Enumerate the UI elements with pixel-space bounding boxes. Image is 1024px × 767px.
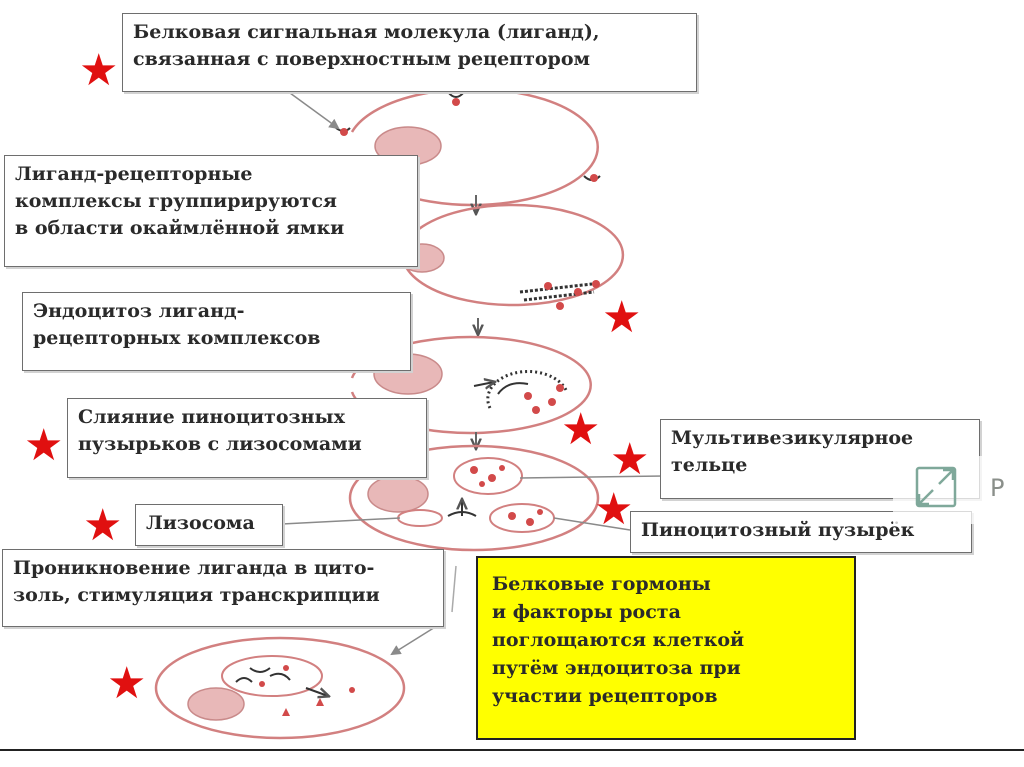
label-line: Проникновение лиганда в цито- <box>13 555 433 582</box>
label-line: золь, стимуляция транскрипции <box>13 582 433 609</box>
label-line: в области окаймлённой ямки <box>15 215 407 242</box>
label-fusion: Слияние пиноцитозных пузырьков с лизосом… <box>67 398 427 478</box>
summary-line: путём эндоцитоза при <box>492 654 840 682</box>
star-icon: ★ <box>83 504 122 548</box>
star-icon: ★ <box>79 49 118 93</box>
label-penetration: Проникновение лиганда в цито- золь, стим… <box>2 549 444 627</box>
nucleus <box>368 476 428 512</box>
label-line: пузырьков с лизосомами <box>78 431 416 458</box>
summary-line: участии рецепторов <box>492 682 840 710</box>
cell-stage-5 <box>156 638 404 738</box>
label-line: Мультивезикулярное <box>671 425 969 452</box>
overlay-letter: P <box>990 474 1004 502</box>
label-lysosome: Лизосома <box>135 504 283 546</box>
star-icon: ★ <box>594 488 633 532</box>
star-icon: ★ <box>602 296 641 340</box>
label-line: Белковая сигнальная молекула (лиганд), <box>133 19 686 46</box>
label-line: связанная с поверхностным рецептором <box>133 46 686 73</box>
multivesicular-body <box>454 458 522 494</box>
label-line: комплексы группирируются <box>15 188 407 215</box>
label-ligand: Белковая сигнальная молекула (лиганд), с… <box>122 13 697 92</box>
label-clustering: Лиганд-рецепторные комплексы группирирую… <box>4 155 418 267</box>
cell-stage-2 <box>400 205 623 310</box>
summary-line: и факторы роста <box>492 598 840 626</box>
pointer-to-ligand <box>290 93 338 128</box>
coated-vesicle <box>474 372 566 414</box>
label-line: Эндоцитоз лиганд- <box>33 298 400 325</box>
pinocytic-vesicle <box>490 504 554 532</box>
summary-box: Белковые гормоны и факторы роста поглоща… <box>476 556 856 740</box>
star-icon: ★ <box>561 408 600 452</box>
penetration-arrow <box>392 624 440 654</box>
label-line: Лиганд-рецепторные <box>15 161 407 188</box>
star-icon: ★ <box>610 438 649 482</box>
label-line: Лизосома <box>146 510 272 537</box>
pointer-penetration <box>452 566 456 612</box>
label-endocytosis: Эндоцитоз лиганд- рецепторных комплексов <box>22 292 411 371</box>
label-line: Слияние пиноцитозных <box>78 404 416 431</box>
label-line: рецепторных комплексов <box>33 325 400 352</box>
star-icon: ★ <box>24 424 63 468</box>
summary-line: Белковые гормоны <box>492 570 840 598</box>
nucleus <box>188 688 244 720</box>
star-icon: ★ <box>107 662 146 706</box>
lysosome <box>398 510 442 526</box>
summary-line: поглощаются клеткой <box>492 626 840 654</box>
expand-icon[interactable] <box>893 456 989 524</box>
pointer-lysosome <box>282 518 400 524</box>
